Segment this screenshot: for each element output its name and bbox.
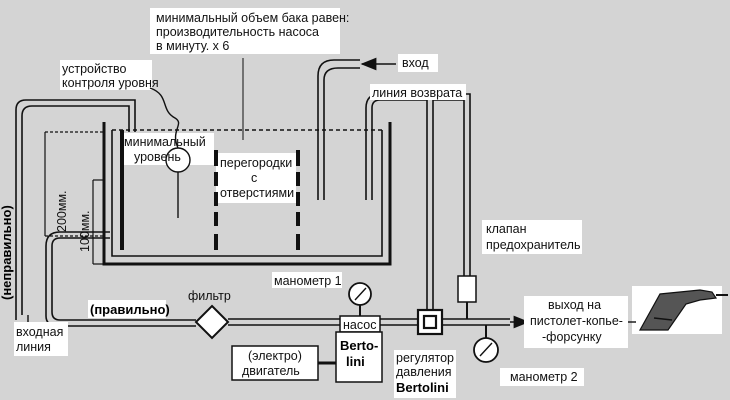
baffle-left bbox=[214, 150, 218, 250]
tank-note-line-3: в минуту. х 6 bbox=[156, 39, 229, 53]
min-level-line-1: минимальный bbox=[124, 135, 206, 149]
pressure-line bbox=[380, 318, 510, 326]
regulator-line-2: давления bbox=[396, 365, 452, 379]
pump-label: насос bbox=[343, 318, 376, 332]
min-level-line-2: уровень bbox=[134, 150, 181, 164]
baffles-line-1: перегородки bbox=[220, 156, 292, 170]
motor-line-1: (электро) bbox=[248, 349, 302, 363]
relief-valve bbox=[457, 275, 477, 319]
gauge1-label-bg bbox=[272, 272, 342, 288]
tank-note-line-2: производительность насоса bbox=[156, 25, 319, 39]
tank-note-line-1: минимальный объем бака равен: bbox=[156, 11, 349, 25]
regulator-label-bg bbox=[394, 350, 456, 398]
outlet-line-1: выход на bbox=[548, 298, 601, 312]
filter bbox=[194, 304, 230, 340]
suction-line-2: линия bbox=[16, 340, 51, 354]
baffles-line-2: с bbox=[251, 171, 257, 185]
pump-brand-line-2: lini bbox=[346, 354, 365, 369]
inlet-label: вход bbox=[402, 56, 429, 70]
pressure-regulator bbox=[416, 308, 444, 336]
baffle-right bbox=[296, 150, 300, 250]
baffles-label-bg bbox=[216, 153, 296, 203]
gauge2-label-bg bbox=[500, 368, 584, 386]
relief-line-1: клапан bbox=[486, 222, 527, 236]
level-sensor bbox=[149, 87, 191, 218]
gauge-1 bbox=[348, 282, 372, 316]
inlet-label-bg bbox=[398, 54, 438, 72]
relief-line-2: предохранитель bbox=[486, 238, 580, 252]
regulator-line-1: регулятор bbox=[396, 351, 454, 365]
level-device-line-2: контроля уровня bbox=[62, 76, 159, 90]
outlet-line-3: -форсунку bbox=[542, 330, 602, 344]
outlet-line-2: пистолет-копье- bbox=[530, 314, 623, 328]
gauge-2 bbox=[473, 325, 499, 363]
wrong-label: (неправильно) bbox=[0, 205, 14, 300]
inlet-pipe bbox=[317, 59, 360, 200]
dim-100-label: 100мм. bbox=[78, 210, 92, 252]
filter-label: фильтр bbox=[188, 289, 231, 303]
suction-label-bg bbox=[14, 322, 68, 356]
level-device-line-1: устройство bbox=[62, 62, 126, 76]
pump-brand-line-1: Berto- bbox=[340, 338, 378, 353]
min-level-dims bbox=[44, 130, 124, 265]
return-label-bg bbox=[370, 84, 466, 100]
dim-200-label: 200мм. bbox=[55, 190, 69, 232]
pipe-filter-pump bbox=[228, 318, 340, 326]
right-label: (правильно) bbox=[90, 302, 170, 317]
baffles-line-3: отверстиями bbox=[220, 186, 294, 200]
regulator-line-3: Bertolini bbox=[396, 380, 449, 395]
return-line-label: линия возврата bbox=[372, 86, 462, 100]
right-label-bg bbox=[88, 300, 166, 318]
suction-line-1: входная bbox=[16, 325, 63, 339]
gauge1-label: манометр 1 bbox=[274, 274, 342, 288]
pump bbox=[335, 315, 383, 383]
level-device-bg bbox=[60, 60, 152, 90]
tank-note-bg bbox=[150, 8, 340, 54]
spray-gun-icon bbox=[632, 286, 728, 334]
outlet-label-bg bbox=[524, 296, 628, 348]
tank-note: минимальный объем бака равен: производит… bbox=[156, 11, 349, 53]
suction-pipe-wrong bbox=[15, 99, 136, 320]
motor bbox=[231, 345, 336, 381]
relief-label-bg bbox=[482, 220, 582, 254]
gauge2-label: манометр 2 bbox=[510, 370, 578, 384]
tank bbox=[102, 122, 392, 266]
motor-line-2: двигатель bbox=[242, 364, 300, 378]
